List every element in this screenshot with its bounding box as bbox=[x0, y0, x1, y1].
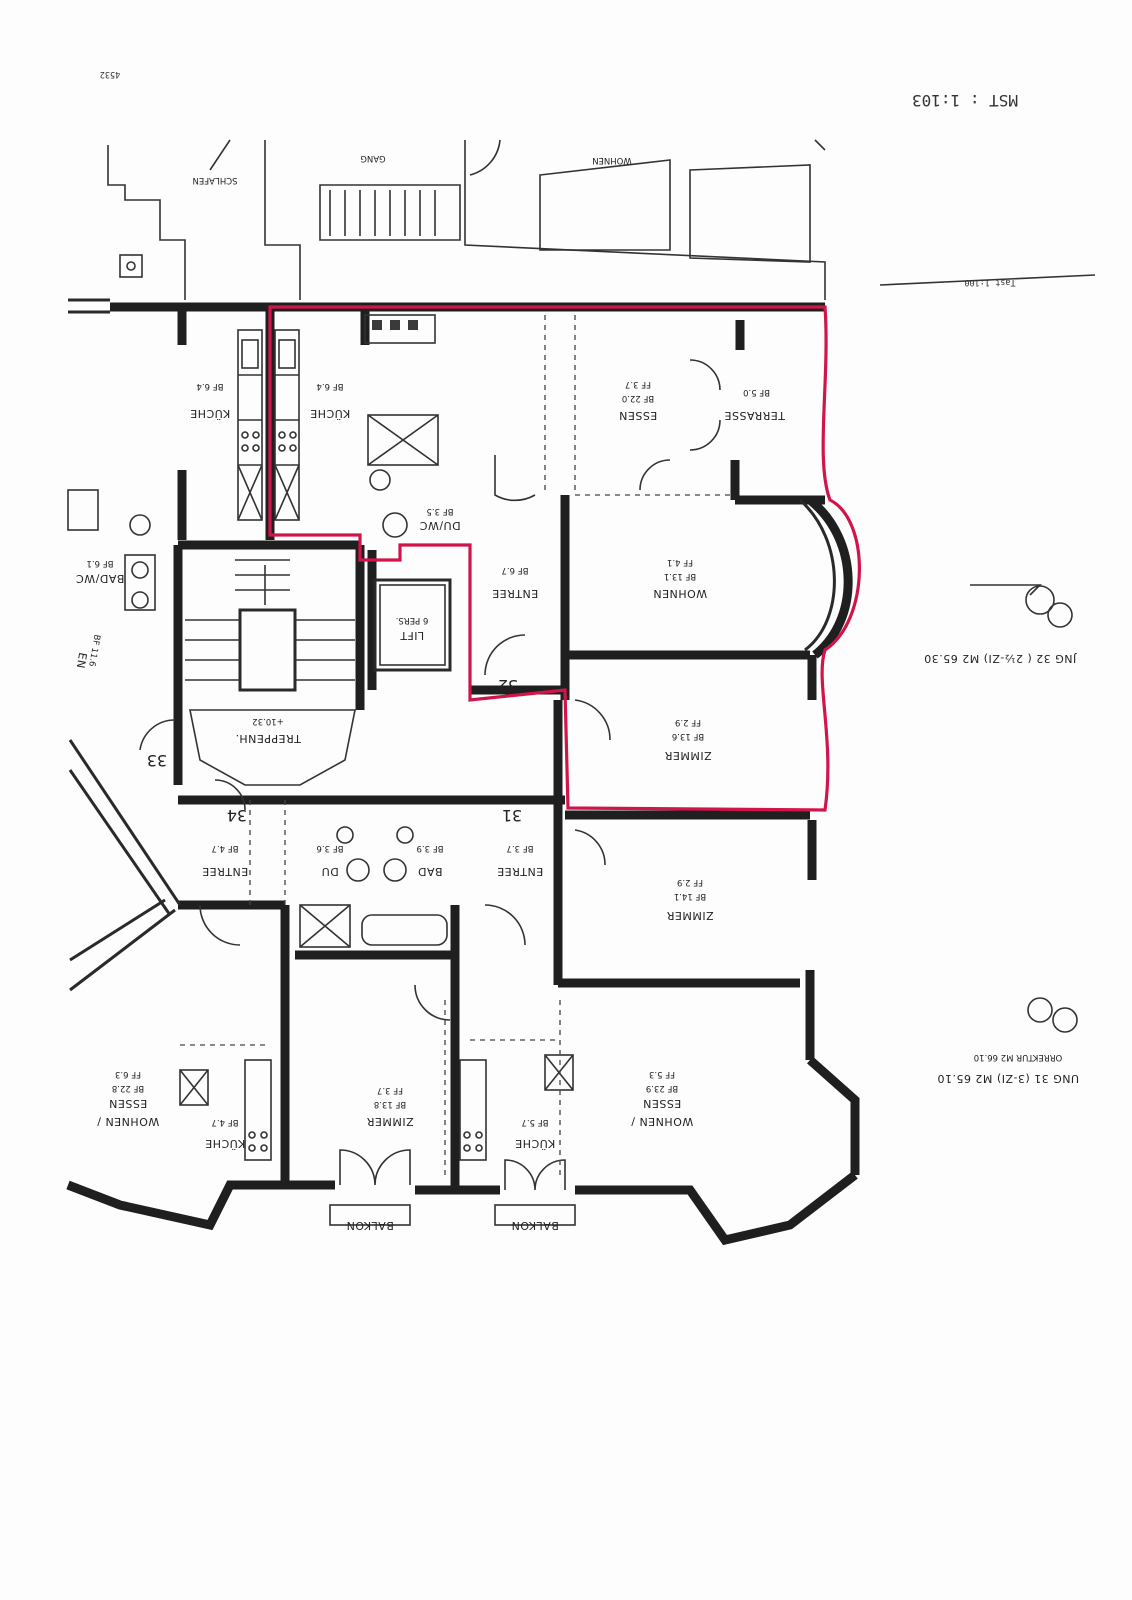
room-wohnen-essen-right-bf: BF 23.9 bbox=[646, 1083, 678, 1093]
room-treppenh: TREPPENH. bbox=[235, 732, 302, 745]
room-badwc: BAD/WC bbox=[76, 572, 125, 585]
unit-number-33: 33 bbox=[147, 751, 167, 770]
room-badwc-bf: BF 6.1 bbox=[87, 558, 114, 568]
room-zimmer-32: ZIMMER bbox=[664, 749, 711, 762]
room-entree-32-bf: BF 6.7 bbox=[502, 565, 529, 575]
handwritten-note: Tast 1:100 bbox=[964, 277, 1015, 287]
room-essen-ff: FF 3.7 bbox=[625, 379, 651, 389]
room-wohnen-32: WOHNEN bbox=[653, 587, 707, 600]
room-kueche-low-left-bf: BF 4.7 bbox=[212, 1117, 239, 1127]
room-kueche-low-left: KÜCHE bbox=[205, 1137, 245, 1150]
scale-note: MST : 1:103 bbox=[912, 91, 1018, 110]
room-wohnen-32-ff: FF 4.1 bbox=[667, 557, 693, 567]
room-lift-cap: 6 PERS. bbox=[396, 615, 429, 625]
room-wohnen-essen-right: WOHNEN / bbox=[631, 1115, 693, 1128]
upper-building-outline bbox=[107, 139, 826, 300]
room-wohnen-essen-left-bf: BF 22.8 bbox=[112, 1083, 144, 1093]
room-bad-bf: BF 3.9 bbox=[417, 843, 444, 853]
room-zimmer-31: ZIMMER bbox=[666, 909, 713, 922]
room-balkon-b: BALKON bbox=[511, 1219, 559, 1232]
room-zimmer-low-ff: FF 3.7 bbox=[377, 1085, 403, 1095]
structural-walls bbox=[66, 298, 860, 1246]
room-edge-en: EN bbox=[74, 652, 90, 670]
room-entree-34-bf: BF 4.7 bbox=[212, 843, 239, 853]
room-bad: BAD bbox=[417, 865, 442, 878]
room-wohnen-essen-right-2: ESSEN bbox=[643, 1097, 682, 1110]
room-entree-31-bf: BF 3.7 bbox=[507, 843, 534, 853]
room-zimmer-32-ff: FF 2.9 bbox=[675, 717, 701, 727]
room-wohnen-32-bf: BF 13.1 bbox=[664, 571, 696, 581]
room-zimmer-31-bf: BF 14.1 bbox=[674, 891, 706, 901]
room-wohnen-essen-right-ff: FF 5.3 bbox=[649, 1069, 675, 1079]
unit-number-34: 34 bbox=[227, 806, 247, 825]
room-duwc-bf: BF 3.5 bbox=[427, 506, 454, 516]
room-kueche-a-bf: BF 6.4 bbox=[197, 381, 224, 391]
room-kueche-low-mid-bf: BF 5.7 bbox=[522, 1117, 549, 1127]
room-entree-31: ENTREE bbox=[497, 865, 543, 878]
room-duwc: DU/WC bbox=[419, 519, 460, 532]
room-wohnen-essen-left-2: ESSEN bbox=[109, 1097, 148, 1110]
room-terrasse-bf: BF 5.0 bbox=[743, 387, 770, 397]
north-arrow-icon-2 bbox=[1027, 997, 1078, 1033]
room-essen: ESSEN bbox=[619, 409, 658, 422]
room-wohnen-essen-left: WOHNEN / bbox=[97, 1115, 159, 1128]
unit-32-highlight bbox=[268, 305, 861, 812]
room-entree-32: ENTREE bbox=[492, 587, 538, 600]
unit-label-32: JNG 32 ( 2½-ZI) M2 65.30 bbox=[924, 652, 1077, 665]
room-entree-34: ENTREE bbox=[202, 865, 248, 878]
room-gang: GANG bbox=[360, 153, 385, 163]
unit-correction-31: ORREKTUR M2 66.10 bbox=[974, 1052, 1063, 1062]
room-du-bf: BF 3.6 bbox=[317, 843, 344, 853]
north-arrow-icon bbox=[970, 584, 1073, 628]
room-terrasse: TERRASSE bbox=[724, 409, 786, 422]
unit-label-31: UNG 31 (3-ZI) M2 65.10 bbox=[937, 1072, 1079, 1085]
dashed-boundaries bbox=[180, 315, 735, 1180]
room-kueche-b: KÜCHE bbox=[310, 407, 350, 420]
room-wohnen-top: WOHNEN bbox=[592, 155, 632, 165]
room-schlafen: SCHLAFEN bbox=[192, 175, 237, 185]
labels: MST : 1:103 4532 Tast 1:100 SCHLAFEN GAN… bbox=[74, 69, 1079, 1232]
room-essen-bf: BF 22.0 bbox=[622, 393, 654, 403]
room-kueche-b-bf: BF 6.4 bbox=[317, 381, 344, 391]
room-zimmer-low-bf: BF 13.8 bbox=[374, 1099, 406, 1109]
handwritten-strike bbox=[879, 274, 1096, 286]
room-lift: LIFT bbox=[400, 629, 424, 642]
doors bbox=[139, 359, 721, 1191]
room-edge-bf: BF 11.6 bbox=[86, 634, 101, 668]
room-zimmer-31-ff: FF 2.9 bbox=[677, 877, 703, 887]
room-wohnen-essen-left-ff: FF 6.3 bbox=[115, 1069, 141, 1079]
unit-number-31: 31 bbox=[502, 806, 522, 825]
room-zimmer-low: ZIMMER bbox=[366, 1115, 413, 1128]
room-du: DU bbox=[321, 865, 339, 878]
fixtures bbox=[67, 314, 576, 1226]
ref-number: 4532 bbox=[100, 69, 120, 79]
room-kueche-low-mid: KÜCHE bbox=[515, 1137, 555, 1150]
room-balkon-a: BALKON bbox=[346, 1219, 394, 1232]
room-kueche-a: KÜCHE bbox=[190, 407, 230, 420]
room-zimmer-32-bf: BF 13.6 bbox=[672, 731, 704, 741]
room-treppenh-level: +10.32 bbox=[252, 716, 283, 726]
unit-number-32: 32 bbox=[498, 676, 518, 695]
